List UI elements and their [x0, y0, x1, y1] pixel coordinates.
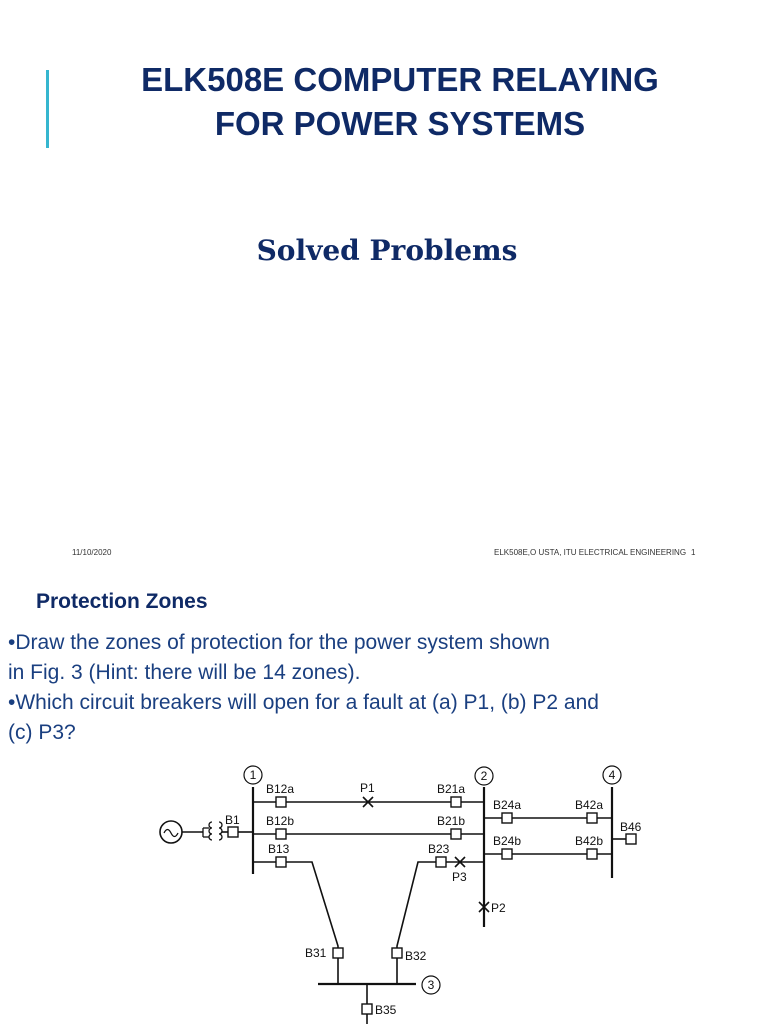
line-2-3 [396, 861, 484, 984]
transformer-primary-coil [208, 821, 213, 841]
title-line-2: FOR POWER SYSTEMS [214, 105, 586, 142]
bus-3-label: 3 [428, 978, 435, 992]
label-b42a: B42a [575, 798, 603, 812]
label-p3: P3 [452, 870, 467, 884]
breaker-b23 [435, 856, 447, 868]
problem-text: •Draw the zones of protection for the po… [8, 628, 763, 748]
label-b21a: B21a [437, 782, 465, 796]
power-system-diagram: 1 2 4 3 B1 B12a B12b B13 B21a B21b B23 B… [159, 765, 642, 1024]
breaker-b42a [586, 812, 598, 824]
generator-sine-icon [163, 828, 179, 838]
content-slide: Protection Zones •Draw the zones of prot… [0, 572, 768, 1024]
slide-subtitle: Solved Problems [256, 234, 518, 267]
bus-4-label: 4 [609, 768, 616, 782]
breaker-b24b [501, 848, 513, 860]
bullet-2-line-1: •Which circuit breakers will open for a … [8, 691, 599, 714]
label-b13: B13 [268, 842, 290, 856]
breaker-b32 [391, 947, 403, 959]
accent-bar [46, 70, 49, 148]
label-b24b: B24b [493, 834, 521, 848]
section-heading: Protection Zones [36, 590, 208, 613]
breaker-b46 [625, 833, 637, 845]
bus-2-number-circle [474, 766, 494, 786]
footer-page-number: 1 [691, 548, 696, 557]
bus-4-number-circle [602, 765, 622, 785]
label-b12b: B12b [266, 814, 294, 828]
bus-3-number-circle [421, 975, 441, 995]
breaker-b1 [227, 826, 239, 838]
title-slide: ELK508E COMPUTER RELAYING FOR POWER SYST… [46, 58, 740, 557]
footer-course: ELK508E,O USTA, ITU ELECTRICAL ENGINEERI… [494, 548, 687, 557]
title-line-1: ELK508E COMPUTER RELAYING [141, 61, 659, 98]
fault-p3-cross-icon [454, 856, 466, 868]
line-1-3 [253, 861, 339, 984]
label-p1: P1 [360, 781, 375, 795]
bullet-1-line-2: in Fig. 3 (Hint: there will be 14 zones)… [8, 661, 361, 684]
label-b21b: B21b [437, 814, 465, 828]
fault-p1-cross-icon [362, 796, 374, 808]
label-b23: B23 [428, 842, 450, 856]
bullet-1-line-1: •Draw the zones of protection for the po… [8, 631, 550, 654]
bus-1-label: 1 [250, 768, 257, 782]
label-b1: B1 [225, 813, 240, 827]
transformer-secondary-coil [218, 821, 223, 841]
label-p2: P2 [491, 901, 506, 915]
slide-title: ELK508E COMPUTER RELAYING FOR POWER SYST… [60, 58, 740, 146]
footer-date: 11/10/2020 [72, 548, 112, 557]
breaker-b42b [586, 848, 598, 860]
label-b24a: B24a [493, 798, 521, 812]
label-b42b: B42b [575, 834, 603, 848]
label-b12a: B12a [266, 782, 294, 796]
bullet-2-line-2: (c) P3? [8, 721, 76, 744]
bus-2-label: 2 [481, 769, 488, 783]
bus-1-number-circle [243, 765, 263, 785]
breaker-b21b [450, 828, 462, 840]
breaker-b24a [501, 812, 513, 824]
label-b31: B31 [305, 946, 327, 960]
fault-p2-cross-icon [478, 901, 490, 913]
breaker-b13 [275, 856, 287, 868]
breaker-b31 [332, 947, 344, 959]
breaker-b35 [361, 1003, 373, 1015]
label-b46: B46 [620, 820, 642, 834]
breaker-b21a [450, 796, 462, 808]
breaker-b12a [275, 796, 287, 808]
label-b35: B35 [375, 1003, 397, 1017]
label-b32: B32 [405, 949, 427, 963]
breaker-b12b [275, 828, 287, 840]
